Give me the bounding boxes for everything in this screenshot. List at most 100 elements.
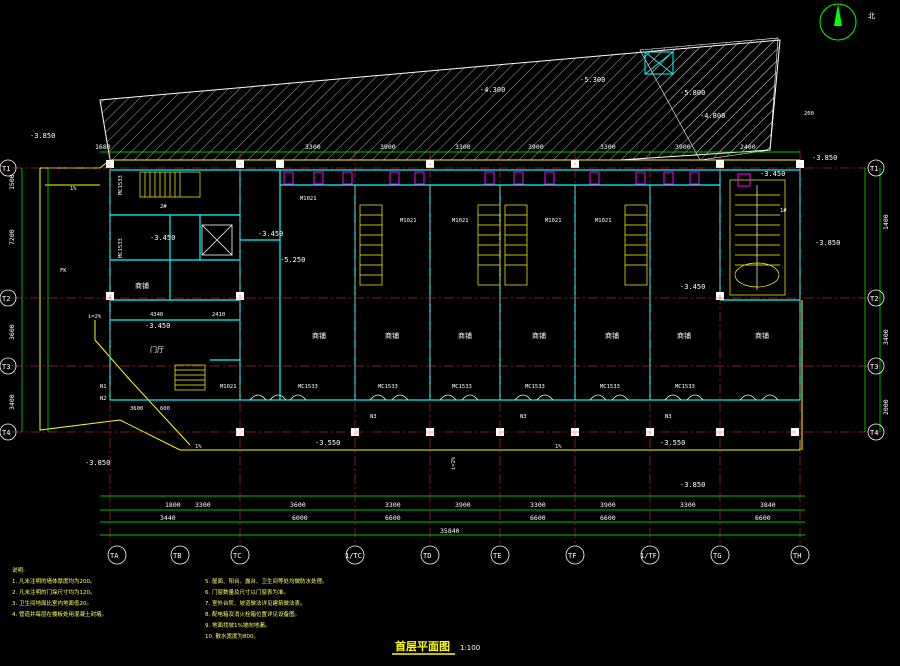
- side-tag: 2#: [160, 204, 167, 210]
- grid-bubble: [867, 159, 885, 177]
- axis-label: T4: [2, 429, 10, 437]
- dim-bottom: 3300: [530, 501, 546, 509]
- door-tag: M1021: [595, 218, 612, 224]
- side-tag: FK: [60, 268, 67, 274]
- door-tag: N3: [665, 414, 672, 420]
- dim-left: 3400: [8, 394, 16, 410]
- room-labels: 商铺 商铺 商铺 商铺 商铺 商铺 商铺 商铺 门厅: [135, 281, 769, 354]
- small-dim: 200: [804, 111, 814, 117]
- dim-bottom: 3900: [600, 501, 616, 509]
- slope-labels: 1% 1% 1% i=2% i=2%: [70, 186, 562, 470]
- small-dim: 2410: [212, 312, 225, 318]
- door-tag: MC1533: [452, 384, 472, 390]
- dim-bottom-mid: 6600: [385, 514, 401, 522]
- level-mark: -3.450: [680, 283, 705, 291]
- grid-bubble: [490, 545, 510, 565]
- axis-label: T1: [870, 165, 878, 173]
- level-mark: -3.450: [258, 230, 283, 238]
- grid-bubble: [0, 423, 17, 441]
- grid-labels-horizontal: T1 T2 T3 T4 T1 T2 T3 T4: [2, 165, 878, 437]
- dim-bottom: 3840: [760, 501, 776, 509]
- level-mark: -5.800: [680, 89, 705, 97]
- level-mark: -3.450: [760, 170, 785, 178]
- axis-label: T3: [2, 363, 10, 371]
- door-tag: N3: [520, 414, 527, 420]
- dim-bottom: 1800: [165, 501, 181, 509]
- axis-label: TG: [713, 552, 721, 560]
- level-mark: -5.300: [580, 76, 605, 84]
- grid-bubble: [0, 159, 17, 177]
- grid-bubble: [107, 545, 127, 565]
- level-mark: -4.300: [480, 86, 505, 94]
- door-tag: MC1533: [675, 384, 695, 390]
- dim-left: 7200: [8, 229, 16, 245]
- dim-left: 1500: [8, 174, 16, 190]
- dim-bottom-mid: 6600: [600, 514, 616, 522]
- room-label: 商铺: [677, 331, 691, 340]
- axis-label: T2: [2, 295, 10, 303]
- door-tag: M1021: [400, 218, 417, 224]
- dim-bottom: 3300: [195, 501, 211, 509]
- note-line: 3. 卫生间地面比室内地面低20。: [12, 599, 92, 607]
- level-mark: -3.850: [812, 154, 837, 162]
- small-dim: 3600: [130, 406, 143, 412]
- dim-bottom-mid: 6600: [530, 514, 546, 522]
- axis-lines: [12, 150, 880, 545]
- dim-bottom: 3300: [680, 501, 696, 509]
- note-line: 说明:: [12, 566, 25, 574]
- note-line: 5. 屋面、阳台、露台、卫生间等处均做防水处理。: [205, 577, 328, 585]
- dim-top: 3900: [380, 143, 396, 151]
- level-mark: -3.450: [145, 322, 170, 330]
- dim-top: 3900: [675, 143, 691, 151]
- grid-bubble: [640, 545, 660, 565]
- stairs: [139, 171, 786, 391]
- axis-label: TH: [793, 552, 801, 560]
- dim-top: 2400: [740, 143, 756, 151]
- grid-labels-vertical: TA TB TC 1/TC TD TE TF 1/TF TG TH: [110, 552, 801, 560]
- door-tag: N1: [100, 384, 107, 390]
- axis-label: 1/TF: [640, 552, 657, 560]
- dim-bottom-mid: 6000: [292, 514, 308, 522]
- roof-hatch-area: [99, 37, 781, 161]
- note-line: 7. 室外台阶、坡道做法详见建筑做法表。: [205, 599, 306, 607]
- grid-bubble: [345, 545, 365, 565]
- grid-bubble: [170, 545, 190, 565]
- door-tag: M1021: [220, 384, 237, 390]
- north-label: 北: [868, 12, 875, 20]
- slope-label: 1%: [195, 444, 202, 450]
- note-line: 8. 配电箱及消火栓箱位置详见设备图。: [205, 610, 300, 618]
- note-line: 10. 散水宽度为800。: [205, 632, 259, 640]
- note-line: 6. 门窗数量及尺寸以门窗表为准。: [205, 588, 289, 596]
- level-mark: -3.550: [315, 439, 340, 447]
- note-line: 1. 凡未注明的墙体厚度均为200。: [12, 577, 96, 585]
- dim-left: 3600: [8, 324, 16, 340]
- grid-bubble: [420, 545, 440, 565]
- slope-label: 1%: [70, 186, 77, 192]
- axis-label: TE: [493, 552, 501, 560]
- door-tag: MC1533: [118, 175, 124, 195]
- door-tag: MC1533: [600, 384, 620, 390]
- small-dim: 600: [160, 406, 170, 412]
- dim-right: 1400: [882, 214, 890, 230]
- dim-bottom-mid: 6600: [755, 514, 771, 522]
- dim-right: 3400: [882, 329, 890, 345]
- slope-label: 1%: [555, 444, 562, 450]
- level-mark: -3.850: [85, 459, 110, 467]
- fixtures: [283, 171, 751, 187]
- dim-top: 3300: [600, 143, 616, 151]
- dim-right: 2000: [882, 399, 890, 415]
- grid-bubble: [867, 423, 885, 441]
- room-label: 商铺: [385, 331, 399, 340]
- dim-total: 35840: [440, 527, 460, 535]
- grid-bubble: [867, 357, 885, 375]
- axis-label: TD: [423, 552, 431, 560]
- axis-label: TC: [233, 552, 241, 560]
- door-tag: MC1533: [525, 384, 545, 390]
- room-label: 商铺: [532, 331, 546, 340]
- axis-label: TB: [173, 552, 181, 560]
- room-label: 商铺: [605, 331, 619, 340]
- axis-label: T4: [870, 429, 878, 437]
- door-tag: MC1533: [298, 384, 318, 390]
- drawing-title: 首层平面图 1:100: [392, 639, 480, 655]
